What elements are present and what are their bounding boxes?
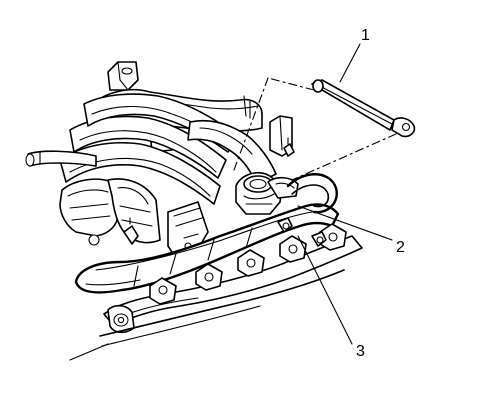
callout-2-label: 2 bbox=[396, 239, 405, 256]
callout-1-label: 1 bbox=[361, 27, 370, 44]
exploded-view-lines bbox=[233, 77, 397, 181]
leader-lines bbox=[297, 43, 393, 345]
part-1-retainer-pin bbox=[311, 79, 416, 138]
bolts bbox=[123, 137, 327, 247]
vacuum-hose bbox=[286, 173, 338, 214]
callout-3-label: 3 bbox=[356, 343, 365, 360]
pressure-regulator bbox=[235, 171, 299, 215]
lower-rail-block bbox=[99, 223, 363, 347]
ground-line bbox=[69, 343, 109, 361]
tube-rod-left bbox=[25, 150, 97, 167]
